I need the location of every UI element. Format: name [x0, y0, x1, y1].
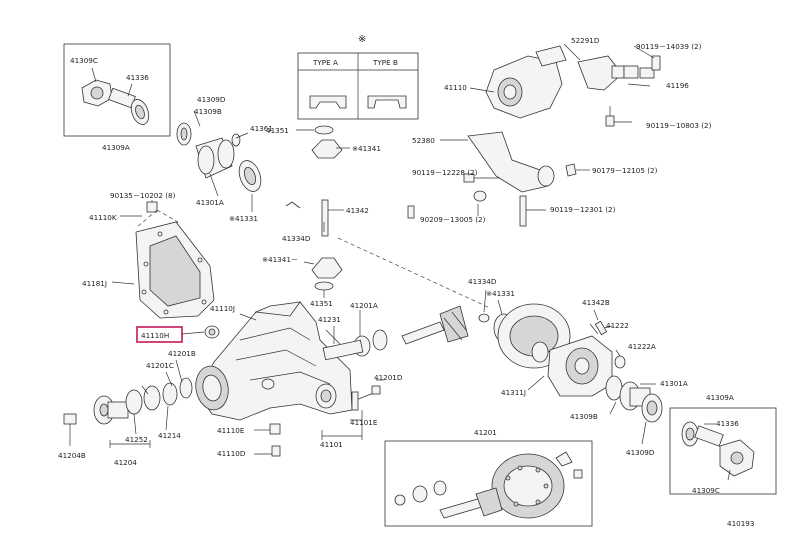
- differential-case-right: [497, 303, 626, 397]
- label-41351-top: 41351: [266, 126, 289, 135]
- rear-bolts: [321, 379, 384, 440]
- label-41201b: 41201B: [168, 349, 196, 358]
- label-90119-10803: 90119－10803 (2): [646, 121, 712, 130]
- label-41110k: 41110K: [89, 213, 117, 222]
- label-41309b-mid: 41309B: [570, 412, 598, 421]
- label-41110h[interactable]: 41110H: [141, 331, 169, 340]
- differential-housing: [195, 301, 353, 421]
- highlight-box-41110h[interactable]: [136, 326, 183, 343]
- label-41309a-bot: 41309A: [706, 393, 734, 402]
- label-41334d-top: 41334D: [282, 234, 311, 243]
- label-41309c-bot: 41309C: [692, 486, 720, 495]
- label-41334d-mid: 41334D: [468, 277, 497, 286]
- label-41341-star-mid: ※41341－: [262, 255, 298, 264]
- label-41196: 41196: [666, 81, 689, 90]
- label-41361: 41361: [250, 124, 273, 133]
- label-41342-top: 41342: [346, 206, 369, 215]
- type-box-mark: ※: [358, 34, 366, 45]
- label-90119-12301: 90119－12301 (2): [550, 205, 616, 214]
- label-41101: 41101: [320, 440, 343, 449]
- label-41110e: 41110E: [217, 426, 245, 435]
- spider-gear-top: [285, 125, 350, 298]
- label-41309a-top: 41309A: [102, 143, 130, 152]
- pinion-bearing-group-top: [176, 110, 262, 212]
- label-41222: 41222: [606, 321, 629, 330]
- label-41201d: 41201D: [374, 373, 403, 382]
- carrier-cover-group: 90135－10202 (8): [110, 191, 415, 319]
- label-41309d-top: 41309D: [197, 95, 226, 104]
- label-52380: 52380: [412, 136, 435, 145]
- label-90209: 90209－13005 (2): [420, 215, 486, 224]
- label-41101e: 41101E: [350, 418, 378, 427]
- label-41331-star-top: ※41331: [229, 214, 258, 223]
- ring-gear-box: [384, 440, 593, 527]
- inset-box-bottom-right: [669, 407, 777, 495]
- label-90179-12105: 90179－12105 (2): [592, 166, 658, 175]
- right-bearing-group: [605, 375, 663, 445]
- label-41341-star-top: ※41341: [352, 144, 381, 153]
- label-41201a: 41201A: [350, 301, 378, 310]
- label-41110: 41110: [444, 83, 467, 92]
- label-41201c: 41201C: [146, 361, 174, 370]
- label-41110d: 41110D: [217, 449, 246, 458]
- drive-pinion: [401, 289, 515, 345]
- label-41309c-top: 41309C: [70, 56, 98, 65]
- label-41351-mid: 41351: [310, 299, 333, 308]
- label-41331-star-mid: ※41331: [486, 289, 515, 298]
- label-41342b: 41342B: [582, 298, 610, 307]
- label-41201: 41201: [474, 428, 497, 437]
- figure-number: 410193: [727, 519, 754, 528]
- inset-box-top-left: 41309C 41336: [63, 43, 171, 137]
- label-90119-14039: 90119－14039 (2): [636, 42, 702, 51]
- drain-plugs: [254, 423, 281, 457]
- label-41204: 41204: [114, 458, 137, 467]
- label-41181j: 41181J: [82, 279, 107, 288]
- type-selection-box: ※ TYPE A TYPE B: [297, 34, 419, 120]
- label-90119-12228: 90119－12228 (2): [412, 168, 478, 177]
- label-41309d-bot: 41309D: [626, 448, 655, 457]
- label-41204b: 41204B: [58, 451, 86, 460]
- rear-support-bracket: [440, 131, 590, 227]
- label-41110j: 41110J: [210, 304, 235, 313]
- label-52291d: 52291D: [571, 36, 600, 45]
- label-90135: 90135－10202 (8): [110, 191, 176, 200]
- label-41222a: 41222A: [628, 342, 656, 351]
- label-41301a-mid: 41301A: [660, 379, 688, 388]
- label-41214: 41214: [158, 431, 181, 440]
- label-41311j: 41311J: [501, 388, 526, 397]
- type-a-label: TYPE A: [312, 58, 338, 67]
- front-flange-group: [63, 359, 193, 448]
- label-41252: 41252: [125, 435, 148, 444]
- label-41301a-top: 41301A: [196, 198, 224, 207]
- type-b-label: TYPE B: [372, 58, 398, 67]
- label-41336-bot: 41336: [716, 419, 739, 428]
- label-41309b-top: 41309B: [194, 107, 222, 116]
- carrier-support-top-right: [469, 43, 661, 127]
- label-41336-top: 41336: [126, 73, 149, 82]
- pinion-front-bearings: [322, 310, 388, 361]
- label-41231: 41231: [318, 315, 341, 324]
